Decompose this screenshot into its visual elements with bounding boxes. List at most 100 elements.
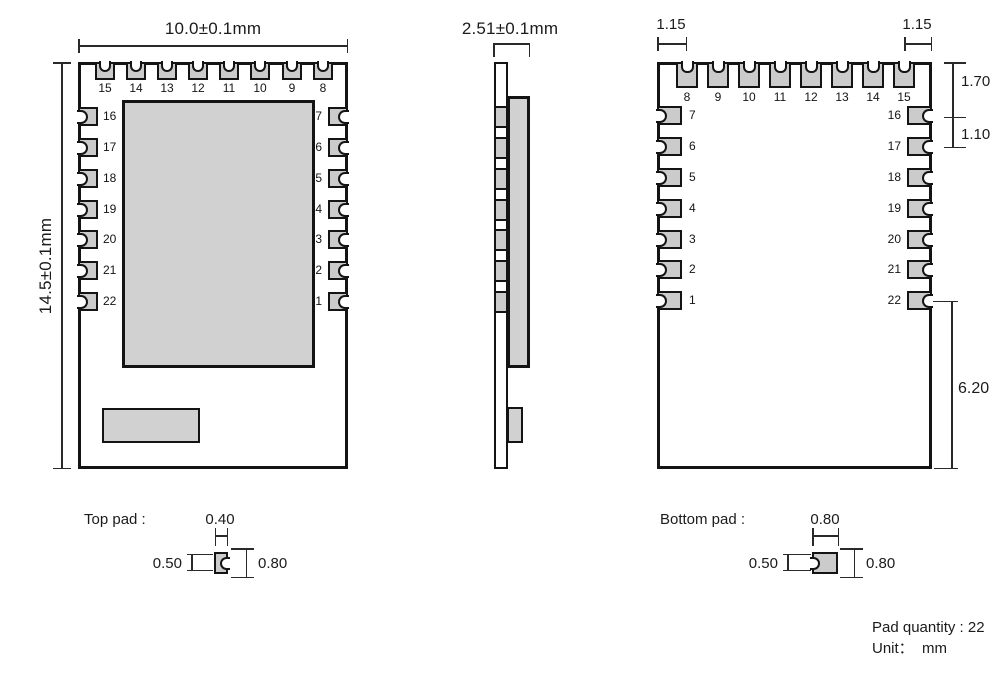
pad-number: 14 [129, 81, 143, 95]
half-hole-notch [338, 264, 349, 278]
dim-tick [912, 300, 958, 302]
half-hole-notch [77, 141, 88, 155]
dim-tick [493, 43, 495, 57]
pad-number: 2 [689, 262, 696, 276]
side-view-castellation [494, 106, 508, 128]
half-hole-notch [711, 61, 725, 73]
top-view-height-dimension: 14.5±0.1mm [36, 217, 55, 315]
half-hole-notch [220, 557, 230, 570]
half-hole-notch [680, 61, 694, 73]
pad-number: 5 [315, 171, 322, 185]
pad-number: 8 [683, 90, 691, 104]
dim-tick [231, 576, 254, 578]
pad-number: 13 [835, 90, 849, 104]
pad-number: 17 [103, 140, 117, 154]
pad-number: 21 [103, 263, 117, 277]
dim-tick [840, 548, 863, 550]
pad-number: 9 [288, 81, 296, 95]
dim-line [904, 43, 932, 45]
side-view-shield [507, 96, 530, 368]
side-view-castellation [494, 168, 508, 190]
half-hole-notch [338, 141, 349, 155]
bottom-view-clearance-dimension: 6.20 [958, 380, 990, 397]
pad-number: 17 [887, 139, 901, 153]
half-hole-notch [223, 61, 235, 72]
dim-tick [231, 548, 254, 550]
half-hole-notch [130, 61, 142, 72]
side-view-castellation [494, 229, 508, 251]
bottom-pad-span-dimension: 0.80 [866, 555, 896, 572]
pad-number: 16 [887, 108, 901, 122]
dim-line [61, 62, 63, 469]
half-hole-notch [922, 202, 933, 216]
pad-number: 2 [315, 263, 322, 277]
pad-number: 22 [103, 294, 117, 308]
pad-number: 22 [887, 293, 901, 307]
half-hole-notch [77, 233, 88, 247]
pad-number: 6 [315, 140, 322, 154]
pad-number: 9 [714, 90, 722, 104]
pad-number: 20 [887, 232, 901, 246]
pad-number: 10 [742, 90, 756, 104]
pad-number: 19 [103, 202, 117, 216]
pad-number: 21 [887, 262, 901, 276]
pad-number: 1 [689, 293, 696, 307]
pad-number: 15 [98, 81, 112, 95]
half-hole-notch [254, 61, 266, 72]
half-hole-notch [922, 294, 933, 308]
pad-number: 6 [689, 139, 696, 153]
antenna-area [102, 408, 200, 443]
half-hole-notch [922, 171, 933, 185]
top-view-width-dimension: 10.0±0.1mm [164, 19, 262, 38]
half-hole-notch [99, 61, 111, 72]
side-view-castellation [494, 137, 508, 159]
dim-tick [53, 467, 71, 469]
shield-can [122, 100, 315, 368]
dim-line [952, 62, 954, 147]
dim-tick [226, 528, 228, 546]
dim-tick [783, 553, 811, 555]
side-view-castellation [494, 260, 508, 282]
pad-number: 10 [253, 81, 267, 95]
pad-quantity-note: Pad quantity : 22 [872, 619, 985, 636]
pad-number: 4 [689, 201, 696, 215]
bottom-view-outline [657, 62, 932, 469]
half-hole-notch [656, 263, 667, 277]
pad-number: 14 [866, 90, 880, 104]
half-hole-notch [922, 263, 933, 277]
bottom-view-left-offset-dimension: 1.15 [656, 16, 686, 33]
bottom-pad-detail-label: Bottom pad : [660, 511, 746, 528]
half-hole-notch [922, 233, 933, 247]
dim-line [853, 548, 855, 578]
half-hole-notch [317, 61, 329, 72]
dim-tick [944, 146, 966, 148]
half-hole-notch [922, 109, 933, 123]
dim-tick [944, 62, 966, 64]
pad-number: 7 [315, 109, 322, 123]
half-hole-notch [286, 61, 298, 72]
bottom-view-pitch-dimension: 1.10 [961, 126, 991, 143]
dim-line [493, 43, 530, 45]
half-hole-notch [656, 109, 667, 123]
half-hole-notch [338, 295, 349, 309]
half-hole-notch [77, 110, 88, 124]
dim-tick [657, 37, 659, 51]
top-pad-width-dimension: 0.40 [205, 511, 235, 528]
half-hole-notch [656, 202, 667, 216]
dim-tick [78, 39, 80, 53]
half-hole-notch [810, 557, 820, 570]
dim-tick [837, 528, 839, 546]
dim-line [245, 548, 247, 578]
dim-line [787, 553, 789, 571]
bottom-pad-height-dimension: 0.50 [748, 555, 778, 572]
dim-tick [840, 576, 863, 578]
dim-tick [812, 528, 814, 546]
dim-tick [944, 116, 966, 118]
half-hole-notch [656, 140, 667, 154]
dim-tick [187, 553, 213, 555]
dim-tick [930, 37, 932, 51]
dim-tick [214, 528, 216, 546]
side-view-thickness-dimension: 2.51±0.1mm [461, 19, 559, 38]
dim-tick [528, 43, 530, 57]
half-hole-notch [866, 61, 880, 73]
